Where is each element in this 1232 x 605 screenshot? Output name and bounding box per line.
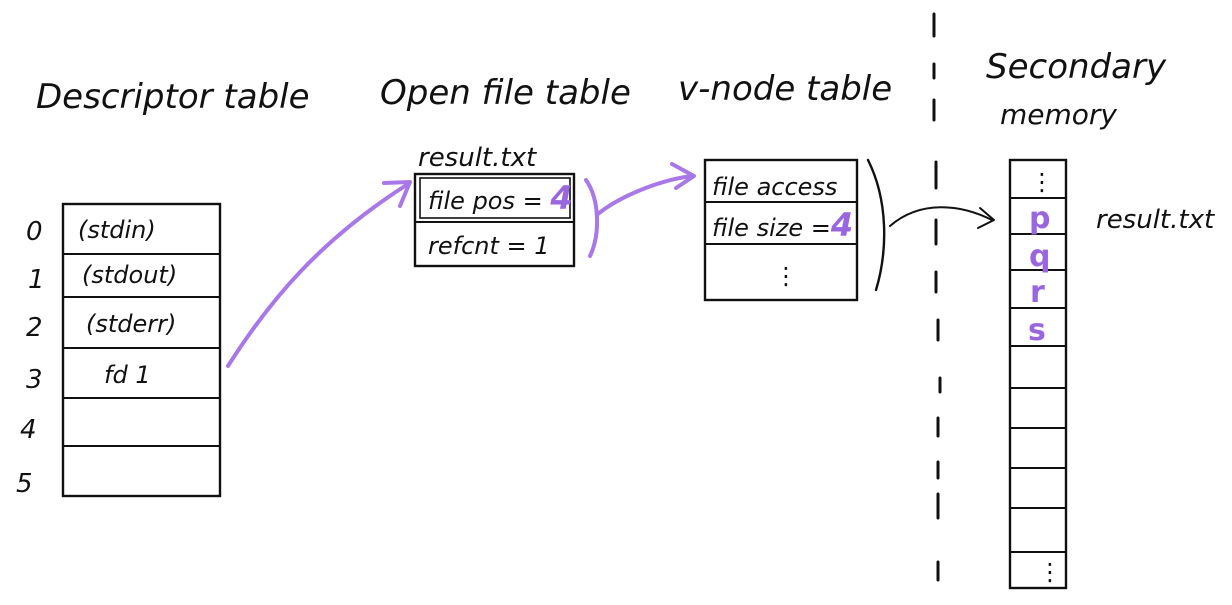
memory-file-name: result.txt: [1096, 205, 1215, 235]
descriptor-entry-fd1: fd 1: [104, 361, 151, 389]
heading-vnode-table: v-node table: [678, 69, 892, 109]
vnode-bracket: [866, 158, 886, 292]
descriptor-table-frame: [61, 202, 222, 498]
vnode-more-marker: ⋮: [774, 262, 798, 290]
memory-top-marker: ⋮: [1030, 168, 1054, 196]
memory-byte-s: s: [1028, 313, 1046, 348]
memory-byte-q: q: [1029, 239, 1050, 274]
arrow-fd-to-open-file: [226, 182, 410, 368]
memory-byte-r: r: [1030, 275, 1045, 310]
vnode-table: file access file size =4 ⋮: [703, 158, 859, 302]
descriptor-index: 4: [20, 415, 37, 445]
file-size-label: file size =: [712, 214, 831, 242]
descriptor-index: 2: [26, 313, 43, 343]
file-access-entry: file access: [712, 173, 837, 201]
heading-secondary-memory-line2: memory: [1000, 98, 1117, 131]
heading-secondary-memory-line1: Secondary: [986, 47, 1167, 87]
open-file-table: result.txt file pos = 4 refcnt = 1: [413, 143, 576, 268]
descriptor-entry-stderr: (stderr): [86, 310, 176, 338]
heading-open-file-table: Open file table: [380, 73, 631, 113]
descriptor-index: 0: [26, 217, 43, 247]
file-size-entry: file size =4: [712, 206, 853, 244]
open-file-table-frame: [413, 172, 576, 268]
descriptor-entry-stdin: (stdin): [78, 216, 156, 244]
secondary-memory: ⋮ p q r s ⋮: [1008, 158, 1068, 590]
arrow-vnode-to-memory-head: [977, 207, 995, 229]
vnode-table-frame: [703, 158, 859, 302]
arrow-open-file-to-vnode: [596, 174, 694, 216]
file-pos-cell-outline: [419, 177, 571, 219]
open-file-bracket: [584, 178, 599, 258]
memory-bottom-marker: ⋮: [1038, 558, 1062, 586]
file-pos-entry: file pos = 4: [428, 179, 573, 217]
file-pos-value: 4: [549, 179, 572, 217]
file-pos-label: file pos =: [428, 187, 550, 215]
arrow-vnode-to-memory: [889, 206, 993, 227]
memory-byte-p: p: [1029, 201, 1050, 236]
arrow-open-file-to-vnode-head: [670, 162, 696, 190]
memory-boundary-dashed-line: [932, 12, 942, 582]
refcnt-entry: refcnt = 1: [428, 232, 550, 260]
open-file-name: result.txt: [418, 143, 537, 173]
file-size-value: 4: [830, 206, 853, 244]
descriptor-index: 5: [16, 469, 33, 499]
descriptor-index: 3: [26, 365, 43, 395]
arrow-fd-to-open-file-head: [382, 180, 412, 208]
descriptor-entry-stdout: (stdout): [82, 261, 177, 289]
secondary-memory-frame: [1008, 158, 1068, 590]
descriptor-index: 1: [28, 265, 45, 295]
heading-descriptor-table: Descriptor table: [36, 77, 310, 117]
descriptor-table: 0 1 2 3 4 5 (stdin) (stdout) (stderr) fd…: [16, 202, 222, 499]
